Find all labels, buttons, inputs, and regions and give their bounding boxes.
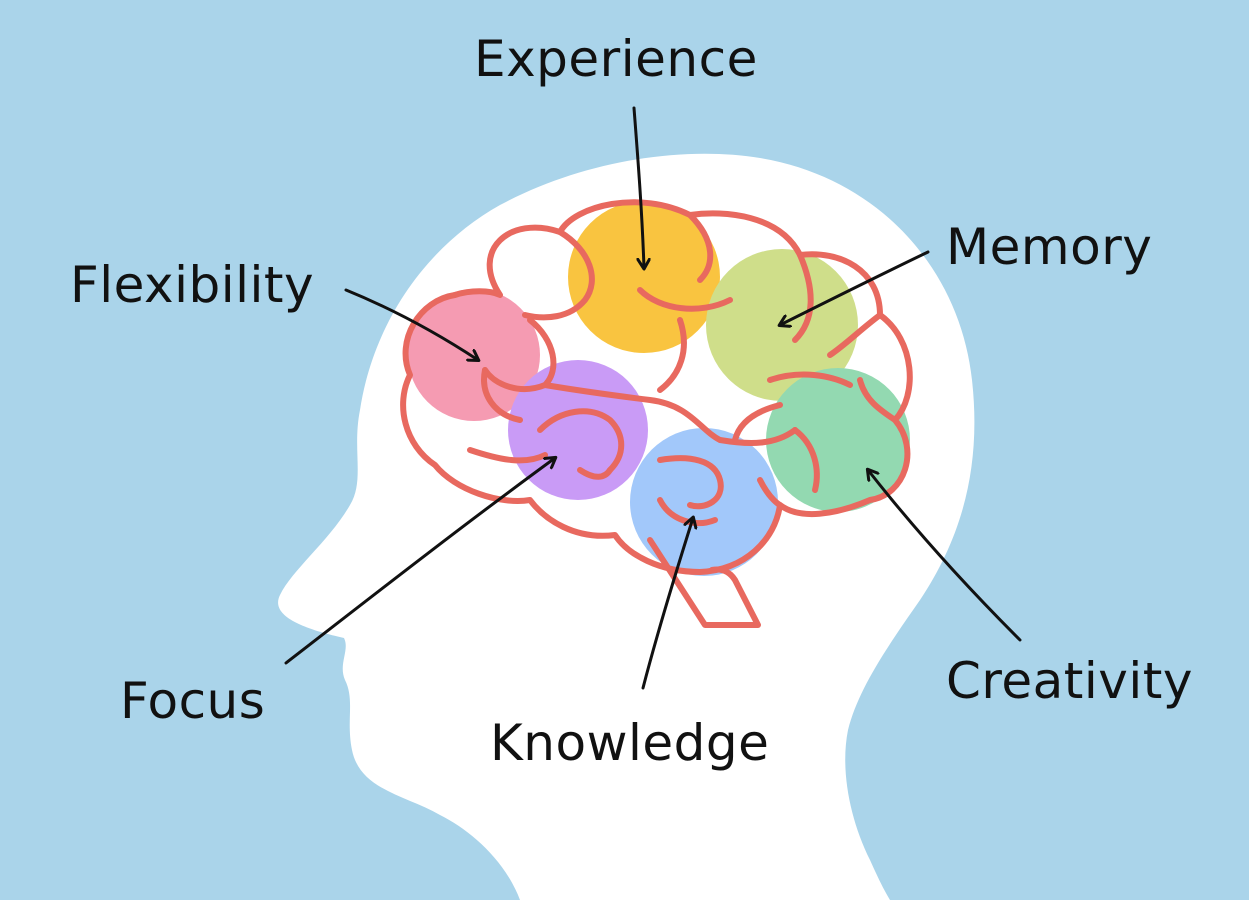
arrow-experience <box>632 106 644 268</box>
brain-outline <box>400 199 913 628</box>
arrow-flexibility <box>344 288 478 360</box>
label-memory: Memory <box>946 218 1153 276</box>
arrow-focus <box>284 458 555 665</box>
yellow-circle-icon <box>568 201 720 353</box>
label-creativity: Creativity <box>946 652 1193 710</box>
pointer-arrows <box>284 106 1022 690</box>
label-flexibility: Flexibility <box>70 256 315 314</box>
arrow-creativity <box>868 470 1022 642</box>
arrow-memory <box>780 250 930 325</box>
label-knowledge: Knowledge <box>490 714 770 772</box>
arrow-knowledge <box>641 518 693 690</box>
label-focus: Focus <box>120 672 266 730</box>
blue-circle-icon <box>630 428 778 576</box>
label-experience: Experience <box>474 30 758 88</box>
